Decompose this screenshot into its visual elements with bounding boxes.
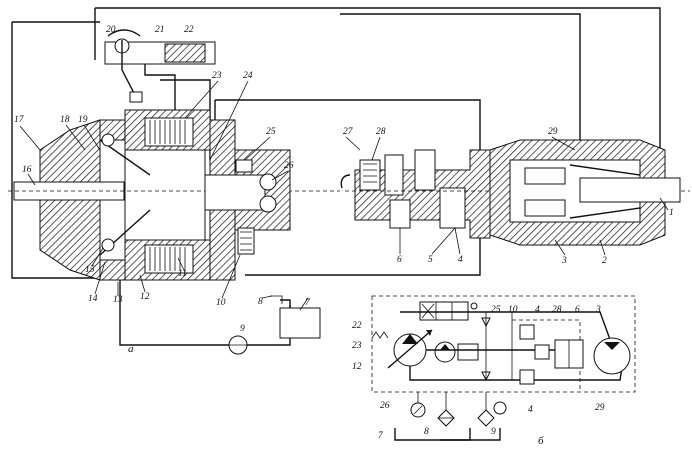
- label-s3: 3: [595, 305, 601, 315]
- charge-pump-gear-bottom: [259, 195, 277, 213]
- drive-shaft: [13, 181, 125, 201]
- label-5: 5: [428, 255, 433, 265]
- pipe-top-return: [95, 7, 661, 150]
- filter-9-symbol: [477, 409, 495, 427]
- label-view-a: а: [128, 343, 134, 355]
- label-s10: 10: [508, 305, 518, 315]
- control-block-22: [419, 301, 469, 321]
- valve-4-lower: [519, 369, 535, 385]
- charge-pump-gear-top: [259, 173, 277, 191]
- schematic-boundary: [371, 295, 636, 393]
- valve-28-symbol: [534, 344, 550, 360]
- label-24: 24: [243, 71, 253, 81]
- valve-28: [359, 159, 381, 191]
- label-23: 23: [212, 71, 222, 81]
- label-s29: 29: [595, 403, 605, 413]
- label-s6: 6: [575, 305, 580, 315]
- spring-23: [371, 331, 389, 339]
- label-25: 25: [266, 127, 276, 137]
- label-18: 18: [60, 115, 70, 125]
- hydraulic-motor-assembly: [340, 139, 690, 246]
- label-2: 2: [602, 256, 607, 266]
- pipe-29: [340, 13, 581, 150]
- label-13: 13: [113, 295, 123, 305]
- label-s9: 9: [491, 427, 496, 437]
- label-6: 6: [397, 255, 402, 265]
- label-16: 16: [22, 165, 32, 175]
- tank-symbol-7: [394, 428, 471, 441]
- pipe-5: [245, 235, 481, 276]
- valve-10: [237, 227, 255, 255]
- label-s7: 7: [378, 431, 384, 441]
- servo-spring-upper: [144, 117, 194, 147]
- valve-25: [235, 159, 253, 173]
- label-10: 10: [216, 298, 226, 308]
- label-3: 3: [561, 256, 567, 266]
- label-s4-upper: 4: [535, 305, 540, 315]
- hydraulic-motor-3: [593, 337, 631, 375]
- label-s22: 22: [352, 321, 362, 331]
- output-shaft: [579, 177, 681, 203]
- tank-7: [279, 307, 321, 339]
- label-9: 9: [240, 324, 245, 334]
- label-s12: 12: [352, 362, 362, 372]
- label-29: 29: [548, 127, 558, 137]
- label-s28: 28: [552, 305, 562, 315]
- label-17: 17: [14, 115, 25, 125]
- label-15: 15: [85, 265, 95, 275]
- valve-4: [439, 187, 466, 229]
- pipe-17: [11, 22, 120, 279]
- valve-4-upper: [519, 324, 535, 340]
- sight-gauge-icon: [493, 401, 507, 415]
- valve-6: [389, 199, 411, 229]
- pipe-27: [215, 99, 481, 150]
- label-11: 11: [178, 269, 187, 279]
- label-8: 8: [258, 297, 263, 307]
- label-4: 4: [458, 255, 463, 265]
- label-14: 14: [88, 294, 98, 304]
- label-22: 22: [184, 25, 194, 35]
- rotation-arrow-icon: [107, 29, 141, 37]
- pipe-13: [119, 280, 291, 346]
- label-s4-lower: 4: [528, 405, 533, 415]
- hydraulic-schematic-b: [371, 295, 636, 441]
- callout-labels: 1 2 3 4 5 6 7 8 9 10 11 12 13 14 15 16 1…: [14, 25, 674, 447]
- charge-pump-26: [434, 341, 456, 363]
- label-12: 12: [140, 292, 150, 302]
- label-s8: 8: [424, 427, 429, 437]
- label-s26: 26: [380, 401, 390, 411]
- leader-lines: [19, 80, 669, 311]
- relief-valve-10: [457, 343, 479, 361]
- cylinder-block: [124, 149, 206, 251]
- label-28: 28: [376, 127, 386, 137]
- label-view-b: б: [538, 435, 544, 447]
- servo-spring-lower: [144, 244, 194, 274]
- label-s25: 25: [491, 305, 501, 315]
- pump-assembly: [8, 7, 661, 355]
- label-26: 26: [284, 161, 294, 171]
- label-1: 1: [669, 208, 674, 218]
- label-s23: 23: [352, 341, 362, 351]
- label-21: 21: [155, 25, 165, 35]
- label-27: 27: [343, 127, 354, 137]
- label-20: 20: [106, 25, 116, 35]
- label-19: 19: [78, 115, 88, 125]
- label-7: 7: [305, 298, 311, 308]
